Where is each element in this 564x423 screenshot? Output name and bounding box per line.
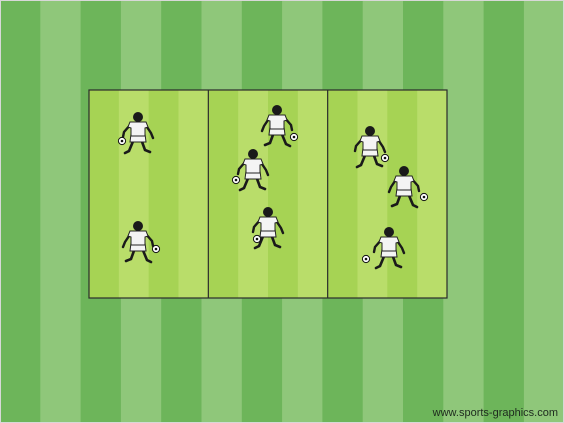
grid-stripe: [208, 90, 238, 298]
ball-icon: [253, 235, 260, 242]
ball-icon: [152, 245, 159, 252]
ball-icon: [362, 255, 369, 262]
ball-icon: [290, 133, 297, 140]
grid-stripe: [179, 90, 209, 298]
grid-3: [328, 90, 448, 298]
pitch-stripe: [443, 0, 484, 423]
ball-icon: [381, 154, 388, 161]
pitch-stripe: [484, 0, 525, 423]
grid-stripe: [238, 90, 268, 298]
ball-icon: [232, 176, 239, 183]
grid-stripe: [298, 90, 328, 298]
grid-stripe: [358, 90, 388, 298]
grid-stripe: [89, 90, 119, 298]
ball-icon: [118, 137, 125, 144]
pitch-stripe: [524, 0, 564, 423]
ball-icon: [420, 193, 427, 200]
grid-stripe: [149, 90, 179, 298]
grid-stripe: [328, 90, 358, 298]
pitch-stripe: [0, 0, 41, 423]
grid-stripe: [119, 90, 149, 298]
pitch-stripe: [40, 0, 81, 423]
grid-1: [89, 90, 209, 298]
watermark: www.sports-graphics.com: [433, 407, 558, 419]
